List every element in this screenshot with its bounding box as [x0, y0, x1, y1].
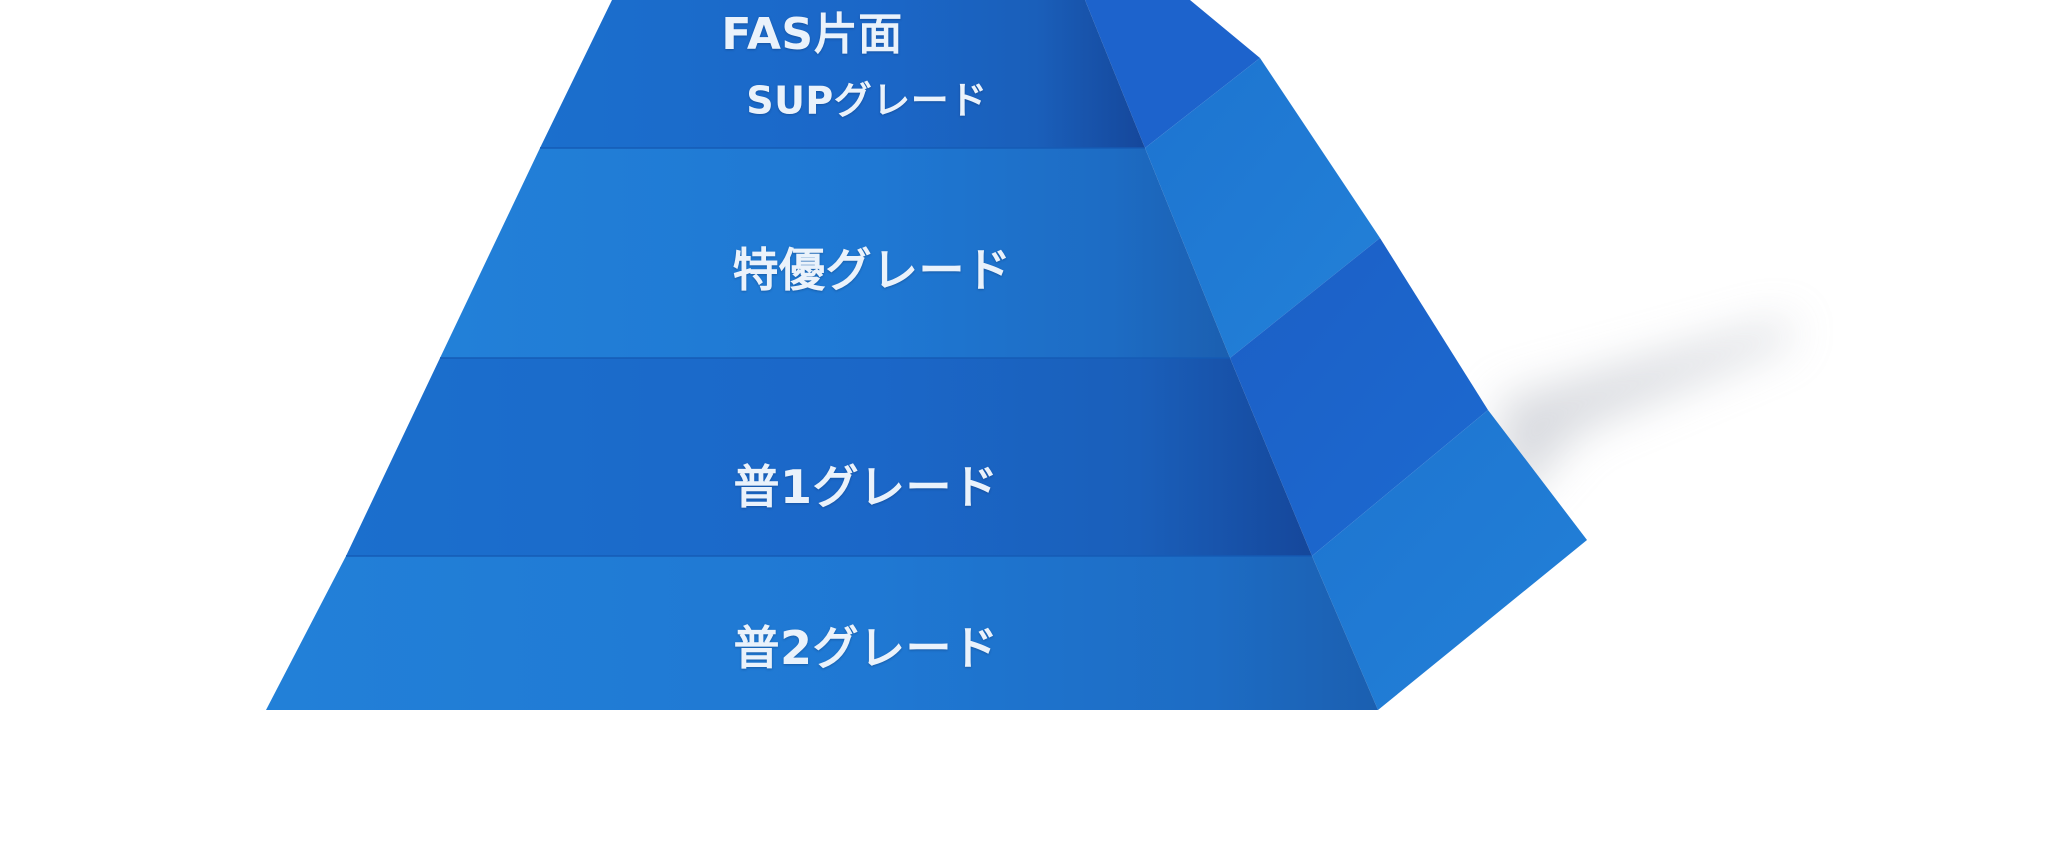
level-label-fu1: 普1グレード — [733, 460, 999, 514]
pyramid-side-band-2 — [1145, 58, 1380, 358]
pyramid-side-band-4 — [1312, 410, 1587, 710]
pyramid-level-top — [540, 0, 1145, 148]
pyramid-level-tokuyu — [440, 148, 1230, 358]
pyramid-side-top — [1085, 0, 1260, 148]
pyramid-shadow — [1500, 320, 1790, 520]
level-label-fu2: 普2グレード — [733, 621, 999, 675]
level-label-fas: FAS片面 — [721, 9, 903, 60]
pyramid-side-band-3 — [1230, 238, 1488, 556]
pyramid-level-fu2 — [266, 556, 1378, 710]
pyramid-level-fu1 — [346, 358, 1312, 556]
level-label-sup: SUPグレード — [746, 78, 988, 123]
level-label-tokuyu: 特優グレード — [732, 243, 1012, 297]
